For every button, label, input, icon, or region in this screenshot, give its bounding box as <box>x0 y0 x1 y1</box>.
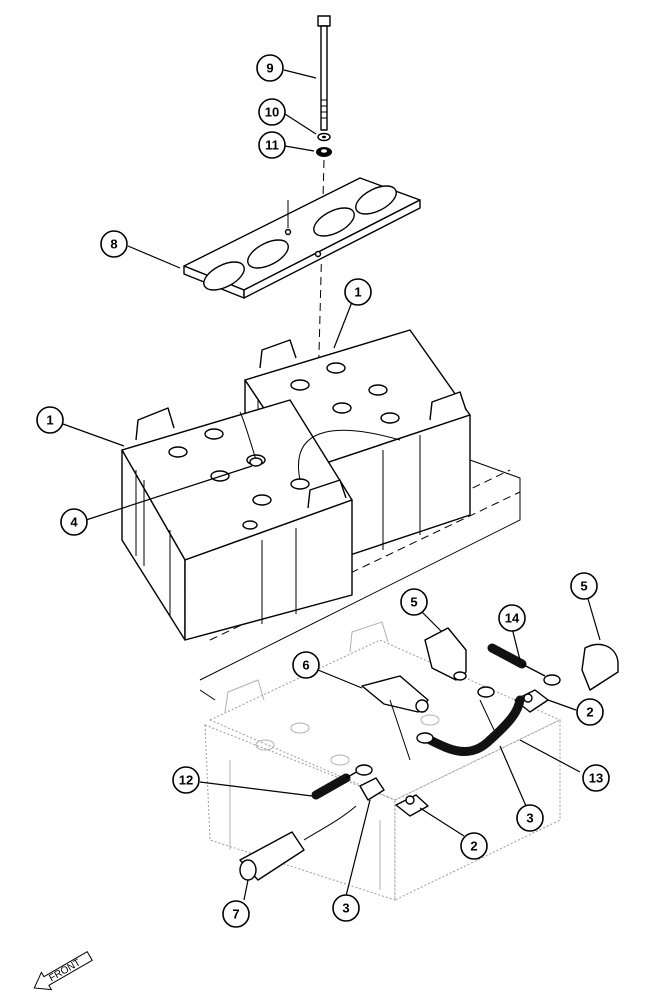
vent-tube <box>239 411 263 467</box>
callout-3-left: 3 <box>332 894 360 922</box>
battery-cable-negative <box>311 764 385 801</box>
callout-12: 12 <box>172 766 200 794</box>
svg-text:3: 3 <box>526 811 533 826</box>
callout-4: 4 <box>60 508 88 536</box>
terminal-clamp-left <box>395 794 429 817</box>
terminal-boot-right <box>581 643 619 691</box>
svg-text:12: 12 <box>179 773 193 788</box>
jumper-cable <box>416 686 525 757</box>
svg-text:10: 10 <box>265 105 279 120</box>
callout-1-rear: 1 <box>344 278 372 306</box>
svg-text:5: 5 <box>580 579 587 594</box>
battery-front <box>121 399 353 641</box>
front-label: FRONT <box>47 957 82 984</box>
battery-cable-positive <box>487 643 561 686</box>
flat-washer <box>316 147 332 157</box>
callout-1-front: 1 <box>36 406 64 434</box>
svg-text:13: 13 <box>589 771 603 786</box>
svg-text:1: 1 <box>46 413 53 428</box>
terminal-boot-left <box>361 675 429 713</box>
callout-5-center: 5 <box>400 588 428 616</box>
callout-2-right: 2 <box>576 698 604 726</box>
svg-text:14: 14 <box>505 611 520 626</box>
svg-text:1: 1 <box>354 285 361 300</box>
callout-3-right: 3 <box>516 804 544 832</box>
battery-jumper-upper <box>298 429 401 481</box>
svg-text:11: 11 <box>265 138 279 153</box>
callout-9: 9 <box>256 54 284 82</box>
svg-text:3: 3 <box>342 901 349 916</box>
callout-6: 6 <box>292 651 320 679</box>
front-direction-arrow: FRONT <box>33 950 93 991</box>
callout-7: 7 <box>222 900 250 928</box>
callout-10: 10 <box>258 98 286 126</box>
svg-text:7: 7 <box>232 907 239 922</box>
svg-text:8: 8 <box>110 237 117 252</box>
battery-ghost-lower <box>204 621 562 901</box>
terminal-boot-center <box>424 627 467 681</box>
boot-guide-line <box>389 699 411 761</box>
callout-14: 14 <box>498 604 526 632</box>
leader-lines <box>62 69 601 901</box>
callout-8: 8 <box>100 230 128 258</box>
callout-13: 13 <box>582 764 610 792</box>
svg-text:4: 4 <box>70 515 78 530</box>
svg-text:5: 5 <box>410 595 417 610</box>
svg-text:6: 6 <box>302 658 309 673</box>
terminal-boot-front <box>239 805 357 881</box>
svg-text:2: 2 <box>586 705 593 720</box>
hold-down-bolt <box>317 15 331 131</box>
callout-11: 11 <box>258 131 286 159</box>
callout-2-left: 2 <box>460 832 488 860</box>
battery-hold-down <box>183 177 421 299</box>
svg-text:9: 9 <box>266 61 273 76</box>
svg-text:2: 2 <box>470 839 477 854</box>
callout-5-right: 5 <box>570 572 598 600</box>
lock-washer <box>317 132 331 142</box>
